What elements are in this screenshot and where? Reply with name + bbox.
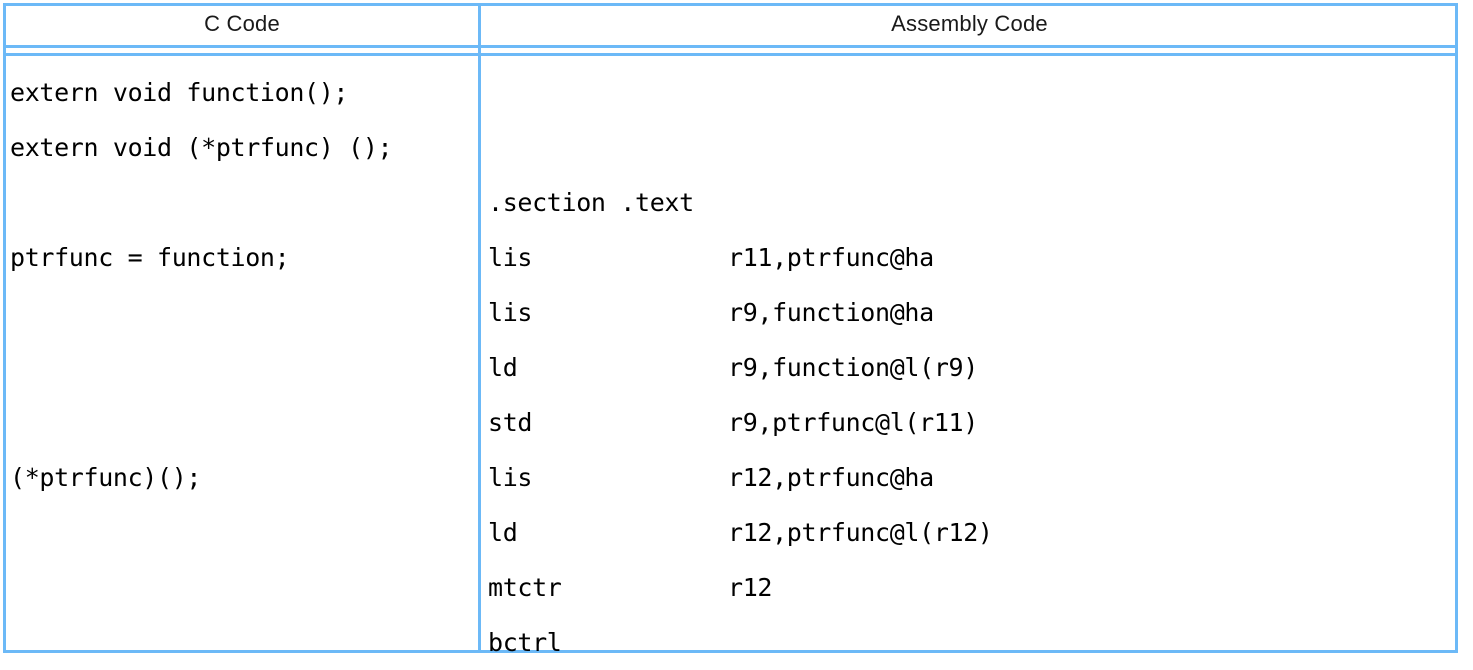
assembly-operand: r12,ptrfunc@ha	[728, 463, 934, 492]
column-header-assembly-code: Assembly Code	[891, 11, 1048, 36]
assembly-line: ld r12,ptrfunc@l(r12)	[488, 505, 1458, 560]
c-code-blank-line	[10, 560, 481, 615]
assembly-mnemonic: ld	[488, 353, 518, 382]
assembly-operand: r9,ptrfunc@l(r11)	[728, 408, 978, 437]
assembly-mnemonic: .section .text	[488, 188, 694, 217]
assembly-mnemonic: lis	[488, 298, 533, 327]
table-header-row: C Code Assembly Code	[3, 3, 1458, 45]
c-code-line: extern void function();	[10, 78, 349, 107]
assembly-line: bctrl	[488, 615, 1458, 670]
c-code-blank-line	[10, 340, 481, 395]
assembly-mnemonic: bctrl	[488, 628, 562, 657]
assembly-mnemonic: std	[488, 408, 533, 437]
c-code-blank-line	[10, 175, 481, 230]
assembly-line: lis r11,ptrfunc@ha	[488, 230, 1458, 285]
assembly-operand	[728, 188, 1458, 217]
c-code-cell: extern void function(); extern void (*ptr…	[3, 56, 481, 650]
assembly-line: ld r9,function@l(r9)	[488, 340, 1458, 395]
assembly-mnemonic: lis	[488, 243, 533, 272]
c-code-blank-line	[10, 395, 481, 450]
assembly-code-cell: .section .text lis r11,ptrfunc@ha lis r9,fu…	[481, 56, 1458, 657]
assembly-operand: r11,ptrfunc@ha	[728, 243, 934, 272]
assembly-operand	[728, 628, 1458, 657]
assembly-operand: r12	[728, 573, 773, 602]
assembly-line: std r9,ptrfunc@l(r11)	[488, 395, 1458, 450]
c-code-blank-line	[10, 505, 481, 560]
column-divider	[478, 3, 481, 653]
header-rule-top	[3, 45, 1458, 48]
c-code-line: ptrfunc = function;	[10, 243, 290, 272]
assembly-operand: r9,function@l(r9)	[728, 353, 978, 382]
assembly-line: lis r9,function@ha	[488, 285, 1458, 340]
c-code-line: (*ptrfunc)();	[10, 463, 202, 492]
assembly-mnemonic: ld	[488, 518, 518, 547]
assembly-line: .section .text	[488, 175, 1458, 230]
table-frame	[3, 3, 1458, 653]
c-code-blank-line	[10, 615, 481, 670]
table-body-row: extern void function(); extern void (*ptr…	[3, 56, 1458, 657]
assembly-line: mtctr r12	[488, 560, 1458, 615]
header-rule-bottom	[3, 53, 1458, 56]
column-header-c-code: C Code	[204, 11, 280, 36]
assembly-line: lis r12,ptrfunc@ha	[488, 450, 1458, 505]
assembly-operand: r9,function@ha	[728, 298, 934, 327]
c-code-blank-line	[10, 285, 481, 340]
c-code-line: extern void (*ptrfunc) ();	[10, 133, 393, 162]
assembly-mnemonic: lis	[488, 463, 533, 492]
code-comparison-table: C Code Assembly Code extern void functio…	[3, 3, 1458, 657]
assembly-mnemonic: mtctr	[488, 573, 562, 602]
assembly-operand: r12,ptrfunc@l(r12)	[728, 518, 993, 547]
